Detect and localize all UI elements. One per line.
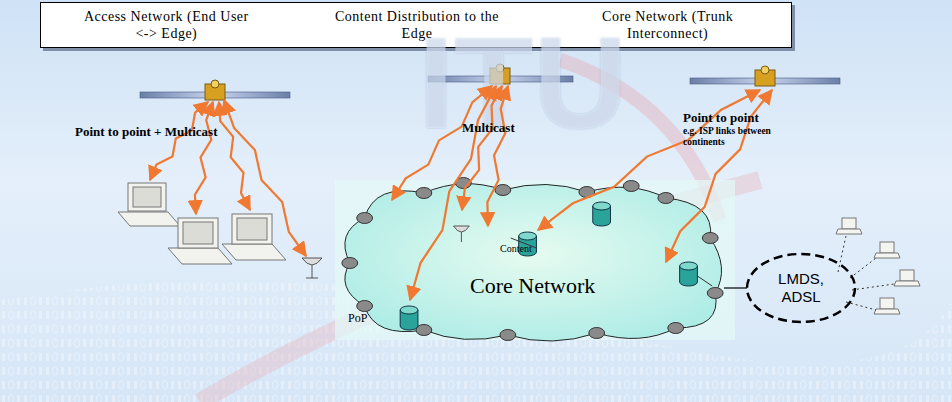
router-node (495, 185, 511, 196)
access-ellipse: LMDS, ADSL (745, 252, 857, 324)
dish (461, 232, 462, 242)
router-node (589, 328, 605, 339)
watermark: ITU (418, 18, 627, 148)
cloud-shape (345, 184, 722, 341)
radio-link (410, 86, 496, 300)
server-cylinder (400, 306, 418, 314)
dish (454, 226, 470, 232)
radio-link (219, 102, 250, 210)
cloud: Core Network (335, 178, 730, 343)
radio-link (195, 102, 213, 214)
satellite (690, 66, 840, 86)
wire (697, 276, 712, 286)
node-label: Core Network (470, 273, 595, 299)
router-node (623, 181, 639, 192)
router-node (357, 213, 373, 224)
radio-link (392, 86, 492, 200)
router-node (500, 330, 516, 341)
annotation: Content (500, 243, 532, 254)
radio-link (487, 86, 508, 226)
annotation: e.g. ISP links between continents (683, 126, 798, 148)
annotation: Point to point + Multicast (75, 124, 217, 140)
router-node (702, 233, 718, 244)
node-label: LMDS, ADSL (771, 270, 831, 306)
radio-link (150, 102, 208, 180)
router-node (342, 258, 358, 269)
server-cylinder (519, 232, 537, 240)
router-node (668, 323, 684, 334)
dish (302, 258, 322, 278)
cloud-outline (335, 178, 730, 343)
server-cylinder (680, 262, 698, 270)
connector (724, 287, 747, 288)
router-node (707, 288, 723, 299)
router-node (357, 301, 373, 312)
annotation: Multicast (462, 120, 515, 136)
server-cylinder (593, 202, 611, 210)
router-node (416, 188, 432, 199)
radio-link (666, 90, 772, 262)
annotation: PoP (348, 311, 367, 326)
satellite (140, 80, 290, 100)
router-node (658, 193, 674, 204)
terminal (836, 218, 920, 314)
radio-link (538, 90, 760, 230)
annotation: Point to point (683, 110, 759, 126)
column-heading: Content Distribution to the Edge (332, 8, 502, 42)
dotted-link (838, 236, 894, 310)
column-heading: Access Network (End User <-> Edge) (81, 8, 251, 42)
header-box: Access Network (End User <-> Edge) Conten… (40, 2, 792, 48)
radio-link (462, 86, 502, 210)
computer (118, 183, 286, 264)
radio-link (224, 100, 306, 256)
column-heading: Core Network (Trunk Interconnect) (583, 8, 753, 42)
